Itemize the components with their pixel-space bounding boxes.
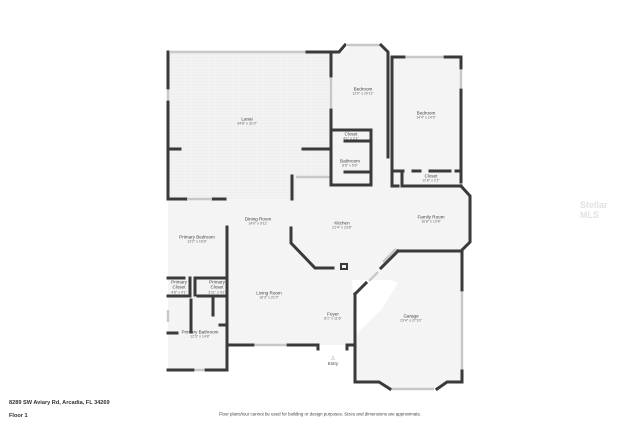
- room-dims: 8'1" x 11'6": [324, 316, 342, 321]
- room-dims: 16'8" x 13'8": [421, 219, 441, 224]
- room-name: Garage: [403, 313, 419, 319]
- floor-fills: [168, 45, 472, 389]
- bedroom2-walls: [390, 55, 472, 253]
- room-name: Primary Bathroom: [181, 329, 219, 335]
- property-address: 8289 SW Aviary Rd, Arcadia, FL 34269: [9, 400, 110, 406]
- entry-marker: △ Entry: [327, 355, 339, 367]
- room-name: Bedroom: [353, 86, 373, 92]
- entry-arrow-icon: △: [331, 355, 335, 361]
- room-dims: 13'2" x 16'8": [187, 239, 207, 244]
- kitchen-walls: [289, 226, 401, 271]
- floor-label: Floor 1: [9, 413, 28, 419]
- garage-walls: [352, 249, 464, 392]
- room-dims: 34'8" x 31'0": [237, 121, 257, 126]
- room-name: Closet: [424, 173, 438, 179]
- room-name: Living Room: [256, 290, 282, 296]
- room-dims: 4'1" x 2'1": [343, 136, 359, 141]
- room-name: Primary Closet: [171, 279, 187, 290]
- room-dims: 14'4" x 14'3": [416, 115, 436, 120]
- room-name: Primary Bedroom: [179, 234, 215, 240]
- room-name: Bedroom: [416, 110, 436, 116]
- room-name: Bathroom: [340, 158, 360, 164]
- room-name: Dining Room: [244, 216, 272, 222]
- room-dims: 23'4" x 27'10": [400, 318, 422, 323]
- bedroom1-walls: [329, 42, 390, 187]
- room-dims: 21'4" x 23'8": [332, 225, 352, 230]
- room-name: Foyer: [327, 311, 339, 317]
- room-name: Lanai: [241, 116, 253, 122]
- entry-label: Entry: [327, 361, 339, 366]
- room-dims: 12'0" x 20'11": [352, 91, 374, 96]
- room-dims: 18'3" x 21'0": [259, 295, 279, 300]
- room-name: Primary Closet: [209, 279, 225, 290]
- room-dims: 14'0" x 9'11": [248, 221, 268, 226]
- room-name: Kitchen: [334, 220, 350, 226]
- room-dims: 12'3" x 14'8": [190, 334, 210, 339]
- disclaimer: Floor plans/tour cannot be used for buil…: [218, 411, 422, 417]
- room-dims: 4'8" x 4'1": [171, 290, 187, 295]
- lanai-walls: [166, 50, 333, 201]
- watermark: Stellar MLS: [580, 200, 608, 220]
- room-dims: 8'6" x 5'6": [342, 163, 358, 168]
- room-dims: 3'11" x 4'1": [208, 290, 226, 295]
- front-walls: [225, 343, 357, 351]
- room-name: Family Room: [417, 214, 445, 220]
- room-name: Closet: [344, 131, 358, 137]
- primary-suite-walls: [166, 197, 229, 372]
- room-dims: 12'8" x 2'1": [422, 178, 440, 183]
